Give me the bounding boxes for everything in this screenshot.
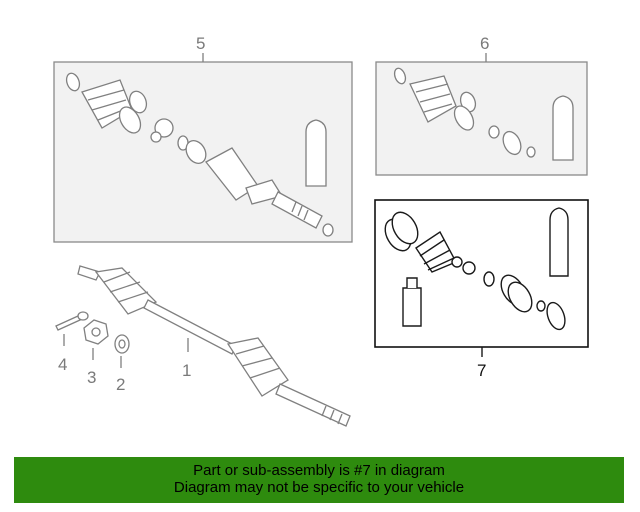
callout-6[interactable]: 6 (480, 34, 489, 53)
callout-3[interactable]: 3 (87, 368, 96, 387)
banner-line-2: Diagram may not be specific to your vehi… (173, 479, 465, 496)
callout-7[interactable]: 7 (477, 361, 486, 380)
part-6-group[interactable]: 6 (375, 34, 588, 176)
part-5-group[interactable]: 5 (53, 34, 353, 243)
part-7-group[interactable]: 7 (374, 199, 589, 380)
part-6-box (375, 61, 588, 176)
callout-1[interactable]: 1 (182, 361, 191, 380)
parts-diagram: 5 6 7 (53, 34, 589, 427)
callout-2[interactable]: 2 (116, 375, 125, 394)
part-3-group[interactable]: 3 (83, 319, 109, 387)
banner-line-1: Part or sub-assembly is #7 in diagram (193, 462, 445, 479)
info-banner: Part or sub-assembly is #7 in diagram Di… (14, 457, 624, 503)
part-4-group[interactable]: 4 (55, 311, 89, 374)
part-1-group[interactable]: 1 (77, 265, 351, 427)
callout-4[interactable]: 4 (58, 355, 67, 374)
part-2-group[interactable]: 2 (114, 334, 130, 394)
callout-5[interactable]: 5 (196, 34, 205, 53)
